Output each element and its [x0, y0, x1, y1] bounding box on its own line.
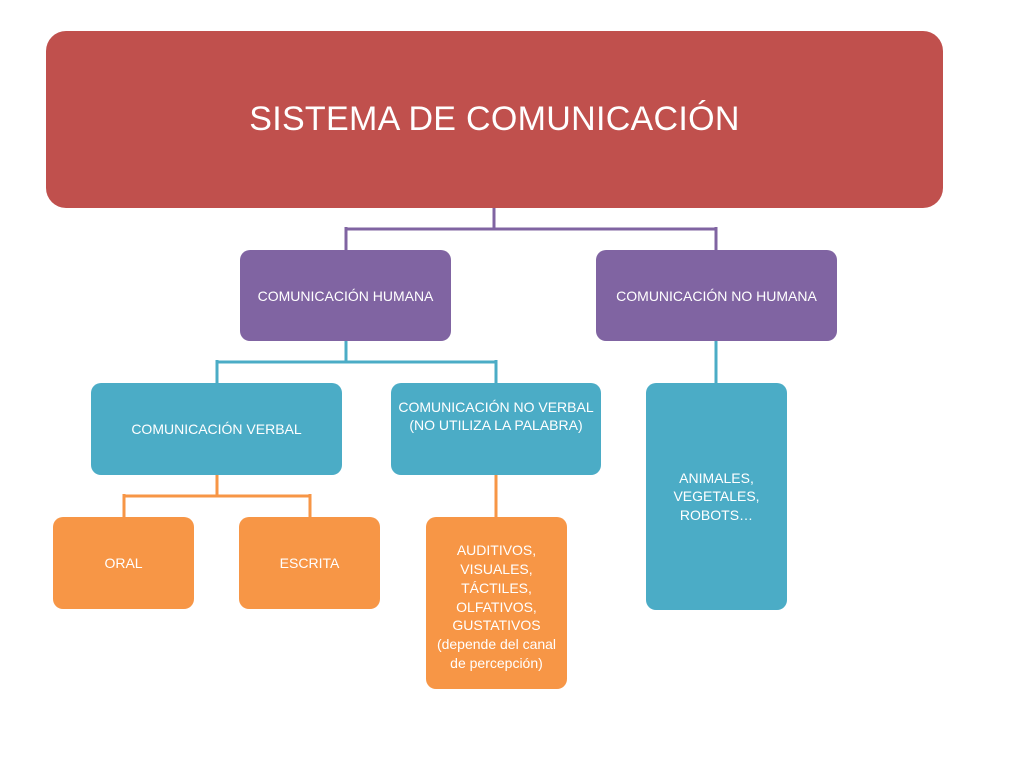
humana-connectors — [215, 341, 498, 383]
root-node-sistema: SISTEMA DE COMUNICACIÓN — [46, 31, 943, 208]
node-label: COMUNICACIÓN NO VERBAL (NO UTILIZA LA PA… — [398, 398, 594, 433]
node-escrita: ESCRITA — [239, 517, 380, 609]
root-label: SISTEMA DE COMUNICACIÓN — [249, 100, 740, 138]
node-sentidos-percepcion: AUDITIVOS, VISUALES, TÁCTILES, OLFATIVOS… — [426, 517, 567, 689]
node-comunicacion-humana: COMUNICACIÓN HUMANA — [240, 250, 451, 341]
node-animales-vegetales-robots: ANIMALES, VEGETALES, ROBOTS… — [646, 383, 787, 610]
node-label: ANIMALES, VEGETALES, ROBOTS… — [673, 470, 760, 523]
node-label: ESCRITA — [279, 554, 340, 571]
node-label: AUDITIVOS, VISUALES, TÁCTILES, OLFATIVOS… — [436, 541, 557, 672]
node-comunicacion-verbal: COMUNICACIÓN VERBAL — [91, 383, 342, 475]
node-comunicacion-no-verbal: COMUNICACIÓN NO VERBAL (NO UTILIZA LA PA… — [391, 383, 601, 475]
verbal-connectors — [122, 475, 312, 517]
node-label: COMUNICACIÓN NO HUMANA — [616, 287, 817, 304]
node-label: COMUNICACIÓN HUMANA — [257, 287, 434, 304]
node-label: ORAL — [104, 554, 143, 571]
node-comunicacion-no-humana: COMUNICACIÓN NO HUMANA — [596, 250, 837, 341]
root-connectors — [344, 208, 718, 250]
node-oral: ORAL — [53, 517, 194, 609]
node-label: COMUNICACIÓN VERBAL — [131, 420, 302, 437]
